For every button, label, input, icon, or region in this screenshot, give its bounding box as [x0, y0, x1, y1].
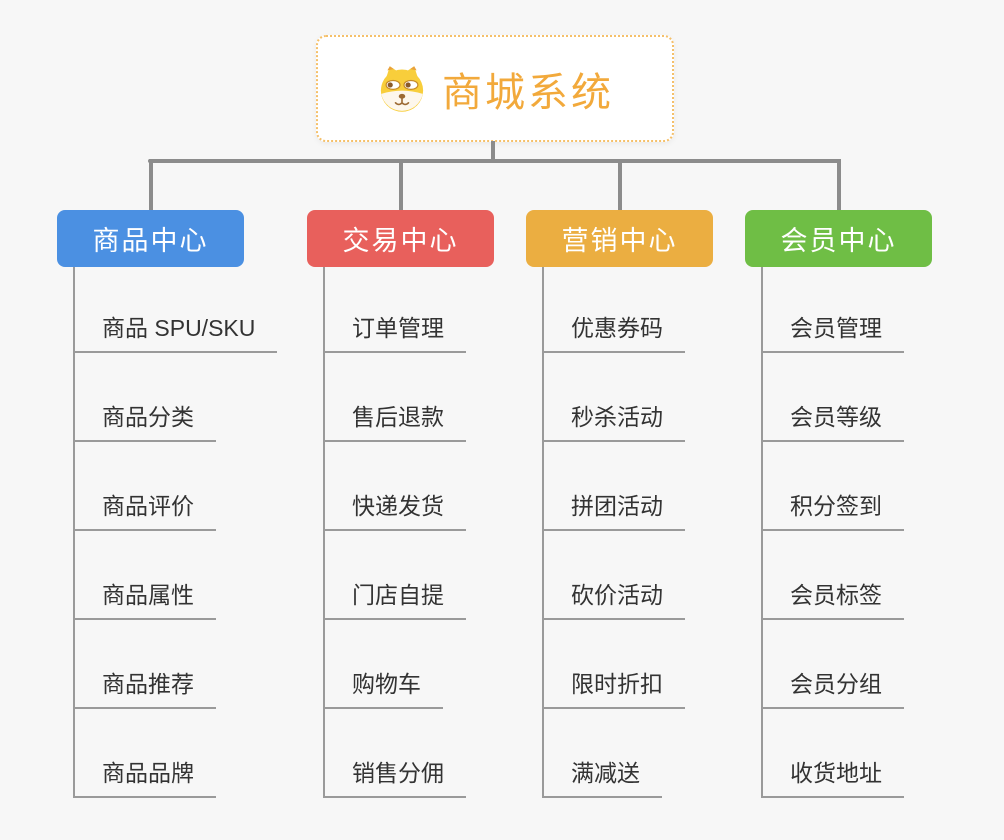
leaf-node[interactable]: 砍价活动	[544, 572, 685, 620]
leaf-node[interactable]: 商品分类	[75, 394, 216, 442]
leaf-node[interactable]: 优惠券码	[544, 305, 685, 353]
leaf-node[interactable]: 积分签到	[763, 483, 904, 531]
leaf-node[interactable]: 会员分组	[763, 661, 904, 709]
leaf-node[interactable]: 售后退款	[325, 394, 466, 442]
branch-drop-connector	[836, 159, 841, 212]
branch-children-1: 订单管理售后退款快递发货门店自提购物车销售分佣	[323, 267, 553, 798]
branch-node-0[interactable]: 商品中心	[57, 210, 244, 267]
branch-children-3: 会员管理会员等级积分签到会员标签会员分组收货地址	[761, 267, 991, 798]
leaf-node[interactable]: 快递发货	[325, 483, 466, 531]
root-node[interactable]: 商城系统	[316, 35, 674, 142]
branch-drop-connector	[617, 159, 622, 212]
leaf-node[interactable]: 销售分佣	[325, 750, 466, 798]
leaf-node[interactable]: 满减送	[544, 750, 662, 798]
leaf-node[interactable]: 会员等级	[763, 394, 904, 442]
root-title: 商城系统	[442, 70, 614, 115]
branch-node-1[interactable]: 交易中心	[307, 210, 494, 267]
leaf-node[interactable]: 商品 SPU/SKU	[75, 305, 278, 353]
leaf-node[interactable]: 限时折扣	[544, 661, 685, 709]
root-stem-connector	[491, 141, 495, 163]
branch-children-2: 优惠券码秒杀活动拼团活动砍价活动限时折扣满减送	[542, 267, 772, 798]
leaf-node[interactable]: 购物车	[325, 661, 443, 709]
leaf-node[interactable]: 商品属性	[75, 572, 216, 620]
branch-drop-connector	[398, 159, 403, 212]
leaf-node[interactable]: 商品推荐	[75, 661, 216, 709]
branch-bus-connector	[148, 159, 840, 163]
leaf-node[interactable]: 商品评价	[75, 483, 216, 531]
leaf-node[interactable]: 秒杀活动	[544, 394, 685, 442]
dog-face-icon	[376, 63, 428, 115]
leaf-node[interactable]: 会员管理	[763, 305, 904, 353]
leaf-node[interactable]: 会员标签	[763, 572, 904, 620]
leaf-node[interactable]: 收货地址	[763, 750, 904, 798]
branch-drop-connector	[148, 159, 153, 212]
leaf-node[interactable]: 拼团活动	[544, 483, 685, 531]
leaf-node[interactable]: 门店自提	[325, 572, 466, 620]
branch-children-0: 商品 SPU/SKU 商品分类商品评价商品属性商品推荐商品品牌	[73, 267, 303, 798]
leaf-node[interactable]: 商品品牌	[75, 750, 216, 798]
branch-node-2[interactable]: 营销中心	[526, 210, 713, 267]
leaf-node[interactable]: 订单管理	[325, 305, 466, 353]
branch-node-3[interactable]: 会员中心	[745, 210, 932, 267]
